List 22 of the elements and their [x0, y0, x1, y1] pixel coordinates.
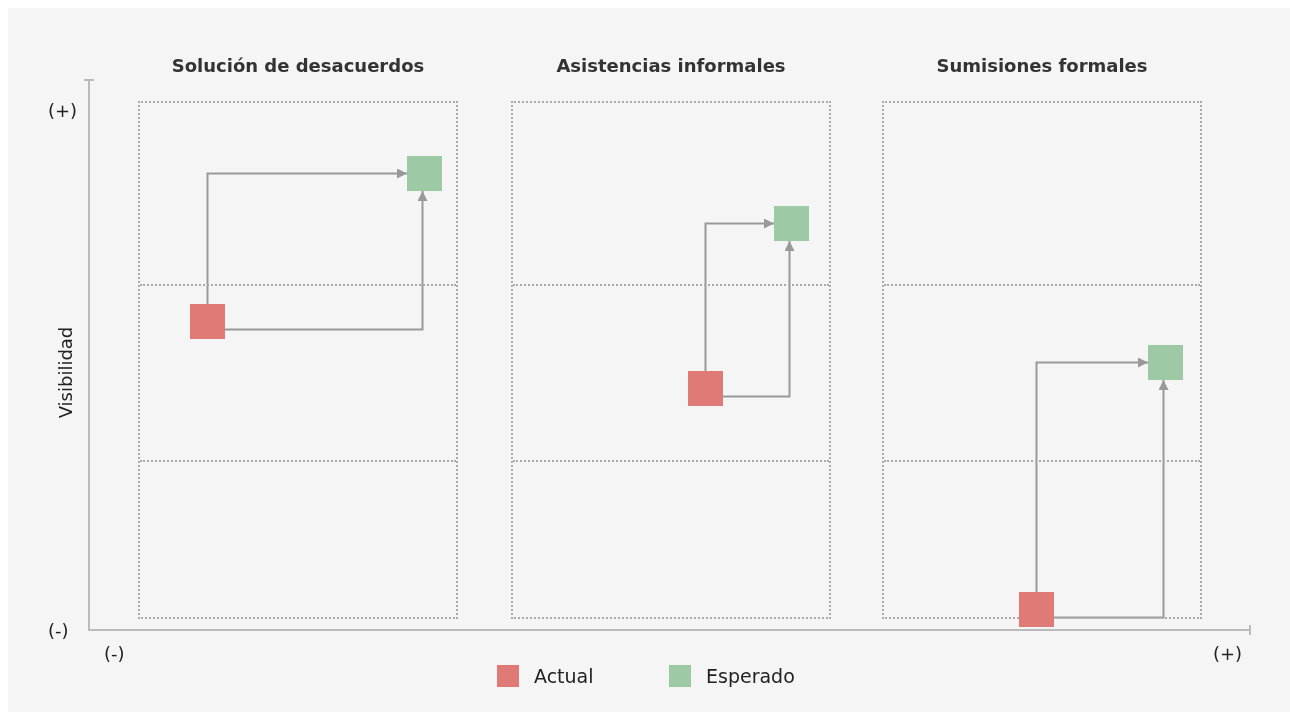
axis-label: (+) — [48, 100, 78, 121]
expected-square — [1148, 345, 1183, 380]
actual-square — [190, 304, 225, 339]
axis-label: (-) — [104, 643, 125, 664]
axis-title: Visibilidad — [54, 325, 76, 421]
expected-square — [407, 156, 442, 191]
panel-title: Asistencias informales — [555, 55, 787, 76]
legend-label: Esperado — [706, 665, 795, 687]
axis-label: (+) — [1213, 643, 1243, 664]
arrow — [1053, 379, 1169, 619]
axis-label: (-) — [48, 620, 69, 641]
arrow — [224, 190, 428, 331]
actual-square — [1019, 592, 1054, 627]
arrow — [722, 240, 795, 398]
arrow — [1035, 357, 1149, 593]
panel-title: Sumisiones formales — [935, 55, 1149, 76]
actual-square — [688, 371, 723, 406]
legend-label: Actual — [534, 665, 594, 687]
arrow — [704, 218, 775, 372]
arrow — [206, 168, 408, 305]
panel-title: Solución de desacuerdos — [170, 55, 426, 76]
expected-square — [774, 206, 809, 241]
